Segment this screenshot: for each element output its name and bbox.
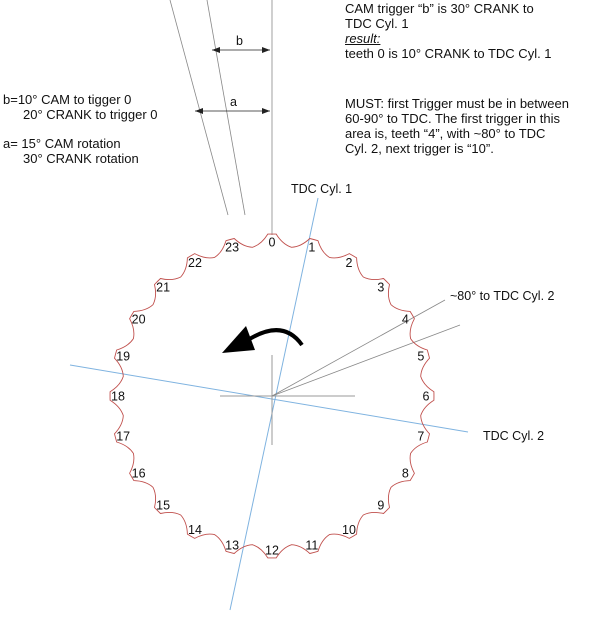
angle-80-line-lower — [271, 324, 461, 397]
tooth-number-22: 22 — [188, 256, 202, 270]
tooth-number-20: 20 — [132, 313, 146, 327]
tdc-cyl2-axis-line — [69, 364, 469, 433]
b-line-1: b=10° CAM to tigger 0 — [3, 92, 132, 107]
rotation-arrow-head — [222, 326, 255, 353]
tooth-number-14: 14 — [188, 523, 202, 537]
must-line-4: Cyl. 2, next trigger is “10”. — [345, 141, 494, 156]
ref-line-b — [206, 0, 246, 216]
tooth-number-6: 6 — [423, 390, 430, 404]
a-line-1: a= 15° CAM rotation — [3, 136, 121, 151]
result-text: teeth 0 is 10° CRANK to TDC Cyl. 1 — [345, 46, 552, 61]
wheel-outline — [109, 233, 435, 559]
tooth-number-7: 7 — [417, 429, 424, 443]
tooth-number-2: 2 — [346, 256, 353, 270]
tooth-number-21: 21 — [156, 281, 170, 295]
tooth-number-3: 3 — [377, 281, 384, 295]
a-line-2: 30° CRANK rotation — [23, 151, 139, 166]
tooth-number-10: 10 — [342, 523, 356, 537]
cam-trigger-line-2: TDC Cyl. 1 — [345, 16, 409, 31]
tooth-number-23: 23 — [225, 241, 239, 255]
tooth-number-13: 13 — [225, 538, 239, 552]
tooth-number-5: 5 — [417, 350, 424, 364]
angle-80-line-upper — [271, 299, 446, 397]
tdc-cyl2-label: TDC Cyl. 2 — [483, 429, 544, 443]
dimension-b-arrow-right — [262, 47, 270, 53]
tdc-cyl1-axis-line — [229, 197, 319, 611]
dimension-b-arrow-left — [212, 47, 220, 53]
tooth-number-11: 11 — [305, 538, 318, 552]
angle-80-label: ~80° to TDC Cyl. 2 — [450, 289, 555, 303]
tooth-number-8: 8 — [402, 467, 409, 481]
a-definition-note: a= 15° CAM rotation 30° CRANK rotation — [3, 136, 139, 166]
tooth-number-17: 17 — [116, 429, 130, 443]
b-line-2: 20° CRANK to trigger 0 — [23, 107, 158, 122]
tooth-number-19: 19 — [116, 350, 130, 364]
tooth-number-0: 0 — [269, 236, 276, 250]
tooth-number-15: 15 — [156, 498, 170, 512]
dimension-a-arrow-right — [262, 108, 270, 114]
tooth-number-16: 16 — [132, 467, 146, 481]
must-line-2: 60-90° to TDC. The first trigger in this — [345, 111, 560, 126]
dimension-a-label: a — [230, 95, 237, 109]
must-note: MUST: first Trigger must be in between 6… — [345, 96, 569, 156]
cam-trigger-note: CAM trigger “b” is 30° CRANK to TDC Cyl.… — [345, 1, 552, 61]
cam-trigger-line-1: CAM trigger “b” is 30° CRANK to — [345, 1, 534, 16]
trigger-wheel — [109, 233, 435, 559]
must-line-3: area is, teeth “4”, with ~80° to TDC — [345, 126, 546, 141]
tooth-number-18: 18 — [111, 390, 125, 404]
tooth-number-12: 12 — [265, 544, 279, 558]
dimension-a-arrow-left — [195, 108, 203, 114]
rotation-arrow-curve — [246, 328, 304, 347]
b-definition-note: b=10° CAM to tigger 0 20° CRANK to trigg… — [3, 92, 158, 122]
dimension-b-label: b — [236, 34, 243, 48]
result-label: result: — [345, 31, 381, 46]
tooth-number-9: 9 — [377, 498, 384, 512]
ref-line-a — [169, 0, 229, 216]
tooth-number-1: 1 — [308, 241, 315, 255]
must-line-1: MUST: first Trigger must be in between — [345, 96, 569, 111]
tooth-number-4: 4 — [402, 313, 409, 327]
tdc-cyl1-label: TDC Cyl. 1 — [291, 182, 352, 196]
